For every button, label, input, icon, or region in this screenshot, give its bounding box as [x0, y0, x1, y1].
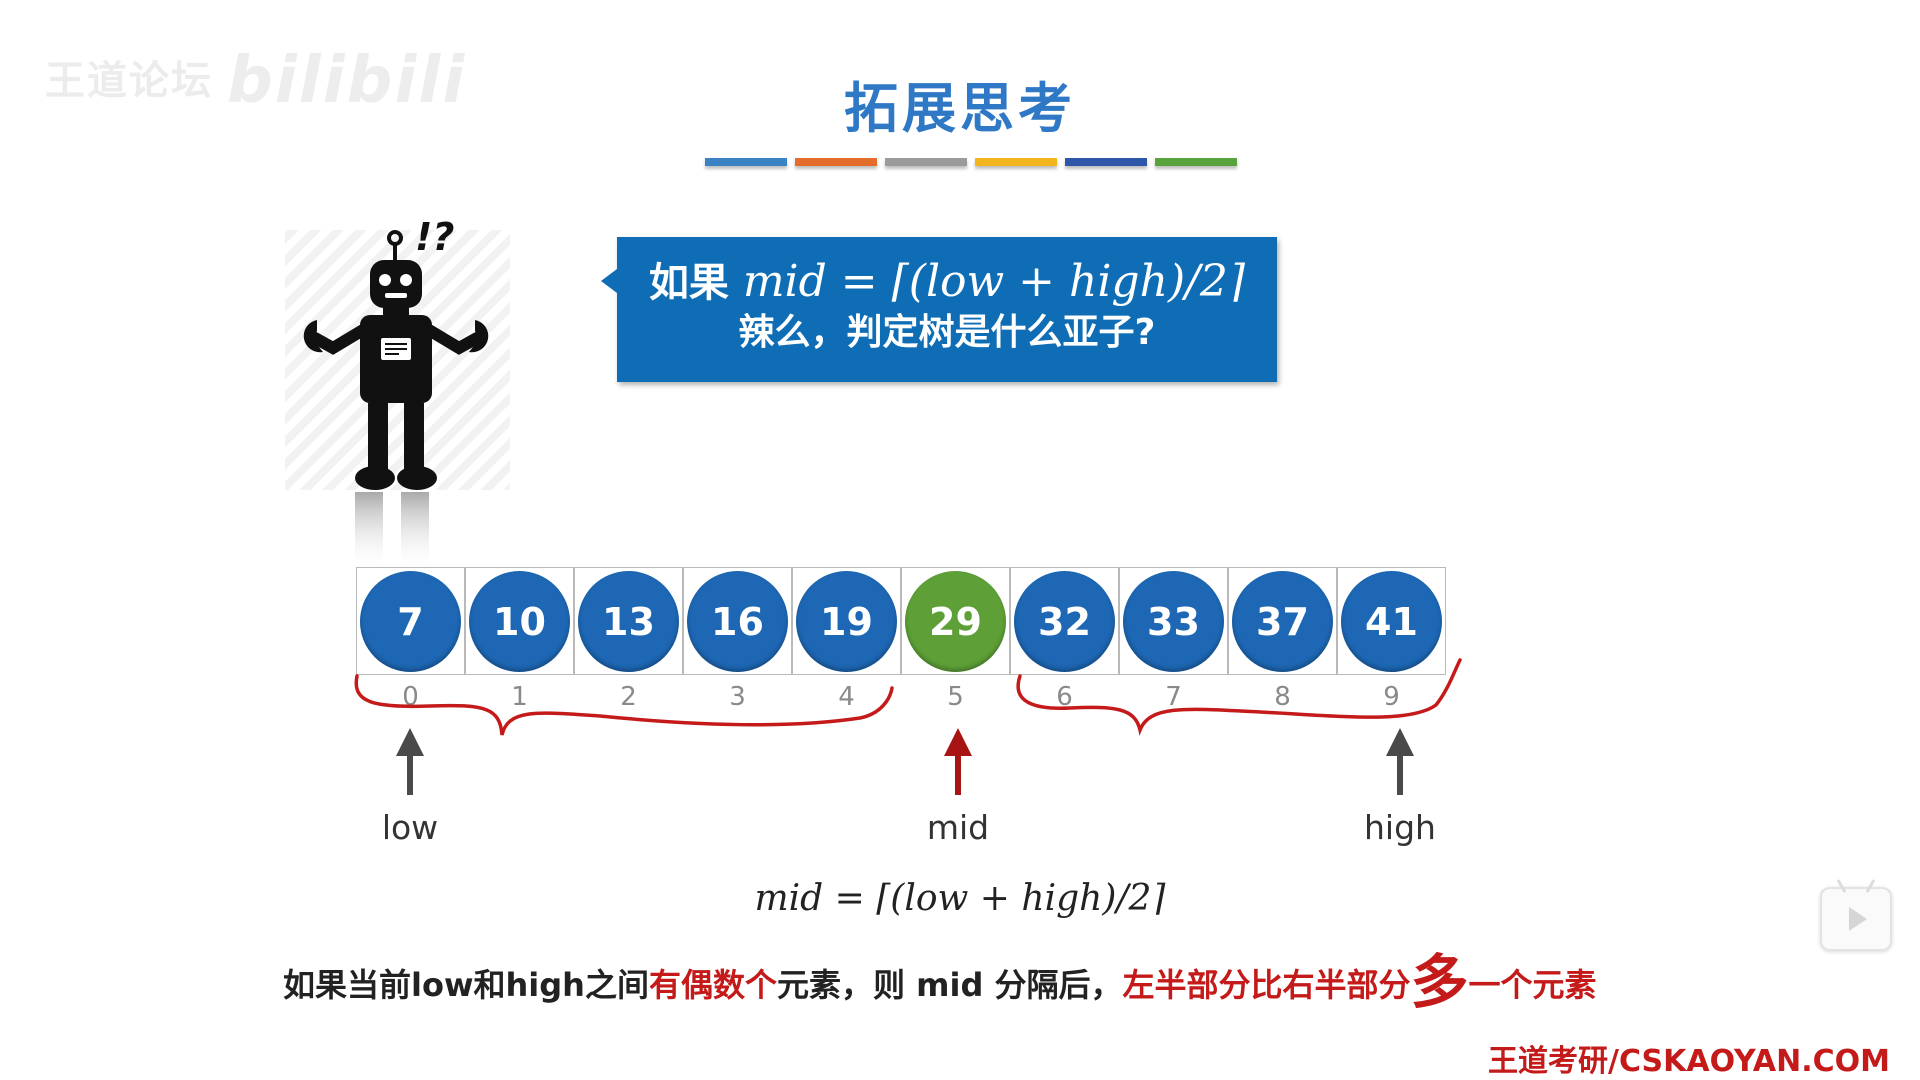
element-circle: 13: [578, 571, 679, 672]
element-circle: 37: [1232, 571, 1333, 672]
array-index: 0: [402, 682, 419, 712]
array-cell: 13: [574, 567, 683, 675]
note-part2: 有偶数个: [648, 966, 777, 1004]
element-circle: 10: [469, 571, 570, 672]
note-part3: 元素，则 mid 分隔后，: [776, 966, 1123, 1004]
title-bar-segment: [1155, 158, 1237, 166]
array-index: 3: [729, 682, 746, 712]
callout-prefix: 如果: [648, 260, 743, 306]
array-index: 2: [620, 682, 637, 712]
note-part5: 多: [1410, 948, 1469, 1016]
array-cell: 7: [356, 567, 465, 675]
play-icon[interactable]: [1820, 887, 1892, 951]
element-circle: 41: [1341, 571, 1442, 672]
array-cell: 29: [901, 567, 1010, 675]
title-bar-segment: [705, 158, 787, 166]
bilibili-logo: bilibili: [227, 44, 467, 118]
watermark: 王道论坛 bilibili: [45, 44, 466, 118]
array-cell: 41: [1337, 567, 1446, 675]
array-index: 9: [1383, 682, 1400, 712]
callout-question: 如果 mid = ⌈(low + high)/2⌉: [617, 257, 1277, 308]
low-label: low: [381, 808, 439, 847]
array-index: 7: [1165, 682, 1182, 712]
mid-element-circle: 29: [905, 571, 1006, 672]
thinking-callout: 如果 mid = ⌈(low + high)/2⌉ 辣么，判定树是什么亚子?: [601, 237, 1277, 382]
array-index: 4: [838, 682, 855, 712]
svg-text:!?: !?: [415, 220, 454, 259]
element-circle: 16: [687, 571, 788, 672]
note-part6: 一个元素: [1468, 966, 1597, 1004]
page-title: 拓展思考: [844, 77, 1076, 140]
array-cell: 32: [1010, 567, 1119, 675]
mid-formula: mid = ⌈(low + high)/2⌉: [754, 878, 1166, 919]
note-part1: 如果当前low和high之间: [283, 966, 649, 1004]
element-circle: 33: [1123, 571, 1224, 672]
play-triangle: [1849, 907, 1867, 931]
callout-subtext: 辣么，判定树是什么亚子?: [738, 312, 1156, 353]
title-color-bar: [705, 158, 1237, 166]
element-circle: 32: [1014, 571, 1115, 672]
note-part4: 左半部分比右半部分: [1122, 966, 1411, 1004]
footer-brand: 王道考研/CSKAOYAN.COM: [1488, 1044, 1890, 1079]
title-bar-segment: [795, 158, 877, 166]
array-index: 5: [947, 682, 964, 712]
mid-arrow: [944, 728, 972, 795]
watermark-text: 王道论坛: [45, 58, 213, 104]
array-cell: 37: [1228, 567, 1337, 675]
title-bar-segment: [885, 158, 967, 166]
array-index: 8: [1274, 682, 1291, 712]
array-cell: 19: [792, 567, 901, 675]
array-cell: 10: [465, 567, 574, 675]
element-circle: 7: [360, 571, 461, 672]
callout-formula: mid = ⌈(low + high)/2⌉: [742, 256, 1246, 307]
array-cell: 33: [1119, 567, 1228, 675]
title-bar-segment: [1065, 158, 1147, 166]
array-index: 1: [511, 682, 528, 712]
confused-robot-icon: !?: [285, 220, 510, 572]
low-arrow: [396, 728, 424, 795]
mid-label: mid: [926, 808, 990, 847]
array-index: 6: [1056, 682, 1073, 712]
element-circle: 19: [796, 571, 897, 672]
explanation-note: 如果当前low和high之间有偶数个元素，则 mid 分隔后，左半部分比右半部分…: [283, 935, 1597, 1019]
high-arrow: [1386, 728, 1414, 795]
high-label: high: [1364, 808, 1436, 847]
title-bar-segment: [975, 158, 1057, 166]
array-cell: 16: [683, 567, 792, 675]
